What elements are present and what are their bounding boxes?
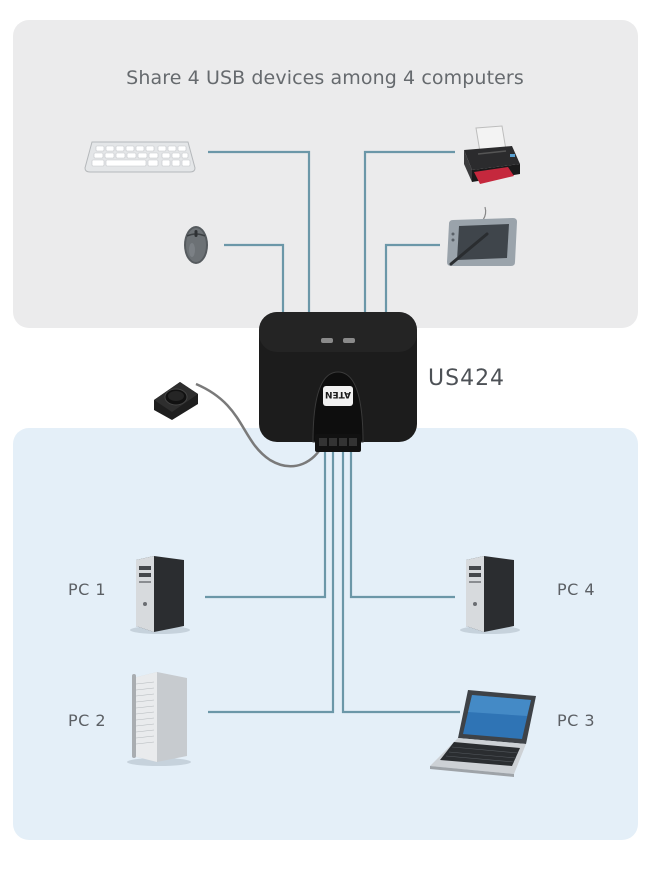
usb-devices-panel xyxy=(13,20,638,328)
printer-wire xyxy=(363,150,455,312)
mouse-wire xyxy=(224,243,285,312)
pc2-label: PC 2 xyxy=(68,711,107,730)
laptop-icon xyxy=(430,690,536,777)
printer-icon xyxy=(464,125,520,184)
pc3-label: PC 3 xyxy=(557,711,596,730)
model-name: US424 xyxy=(428,366,506,391)
mouse-icon xyxy=(184,226,208,264)
pc1-label: PC 1 xyxy=(68,580,107,599)
pc1-wire xyxy=(205,450,327,599)
drawing-tablet-icon xyxy=(447,206,517,266)
tower-pc-black-icon xyxy=(130,556,190,634)
keyboard-icon xyxy=(84,141,196,173)
diagram-title: Share 4 USB devices among 4 computers xyxy=(126,67,524,89)
pc4-wire xyxy=(349,450,455,599)
pc2-wire xyxy=(208,450,335,714)
keyboard-wire xyxy=(208,150,311,312)
pc3-wire xyxy=(341,450,460,714)
remote-cable xyxy=(195,382,324,468)
led-indicator xyxy=(321,338,333,343)
led-indicator xyxy=(343,338,355,343)
aten-logo xyxy=(323,386,353,406)
pc4-label: PC 4 xyxy=(557,580,596,599)
tower-pc-silver-icon xyxy=(127,672,191,766)
tablet-wire xyxy=(384,243,440,312)
usb-kvm-switch: ATEN xyxy=(259,312,417,452)
svg-text:ATEN: ATEN xyxy=(325,389,351,399)
remote-port-selector-icon xyxy=(154,382,198,420)
tower-pc-black-icon xyxy=(460,556,520,634)
